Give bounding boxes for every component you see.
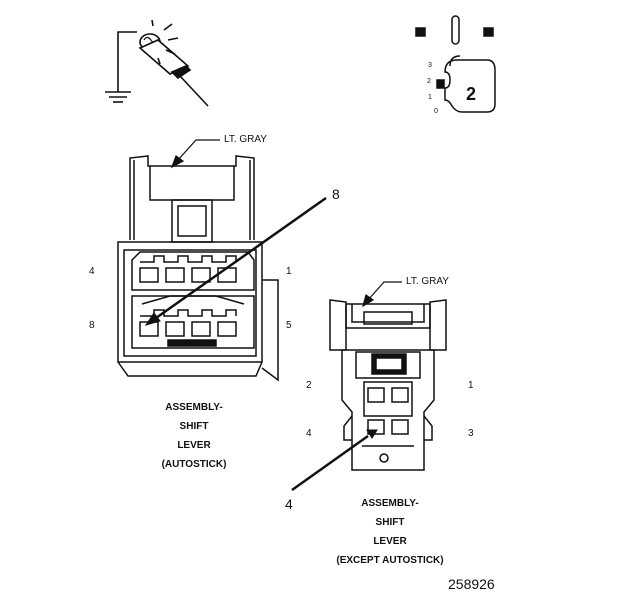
autostick-title-line-4: (AUTOSTICK)	[161, 459, 227, 470]
except-autostick-title-line-3: LEVER	[373, 536, 407, 547]
ignition-position-0: 0	[434, 108, 438, 115]
except-autostick-title-line-4: (EXCEPT AUTOSTICK)	[336, 555, 444, 566]
autostick-connector-body	[117, 155, 279, 382]
except-autostick-cavity-4: 4	[306, 428, 312, 439]
except-autostick-cavity-3: 3	[468, 428, 474, 439]
except-autostick-connector-body	[329, 299, 447, 471]
autostick-title-line-3: LEVER	[177, 440, 211, 451]
except-autostick-callout-arrow	[291, 429, 378, 492]
except-autostick-color-label: LT. GRAY	[406, 276, 449, 287]
ignition-position-2: 2	[427, 78, 431, 85]
except-autostick-color-leader	[362, 281, 402, 308]
except-autostick-callout-number: 4	[285, 496, 293, 512]
except-autostick-cavity-1: 1	[468, 380, 474, 391]
figure-number: 258926	[448, 576, 495, 592]
autostick-callout-number: 8	[332, 186, 340, 202]
except-autostick-title-line-1: ASSEMBLY-	[361, 498, 419, 509]
autostick-color-label: LT. GRAY	[224, 134, 267, 145]
ignition-position-1: 1	[428, 94, 432, 101]
test-light-icon	[105, 19, 209, 107]
ignition-key-label: 2	[466, 84, 477, 104]
autostick-title-line-2: SHIFT	[179, 421, 209, 432]
autostick-cavity-4: 4	[89, 266, 95, 277]
autostick-cavity-1: 1	[286, 266, 292, 277]
except-autostick-cavity-2: 2	[306, 380, 312, 391]
autostick-title-line-1: ASSEMBLY-	[165, 402, 223, 413]
autostick-cavity-5: 5	[286, 320, 292, 331]
except-autostick-title-line-2: SHIFT	[375, 517, 405, 528]
except-autostick-connector-title: ASSEMBLY- SHIFT LEVER (EXCEPT AUTOSTICK)	[314, 494, 466, 570]
autostick-callout-arrow	[144, 196, 327, 326]
ignition-position-3: 3	[428, 62, 432, 69]
autostick-connector-title: ASSEMBLY- SHIFT LEVER (AUTOSTICK)	[134, 398, 254, 474]
autostick-color-leader	[170, 139, 220, 169]
autostick-cavity-8: 8	[89, 320, 95, 331]
ignition-switch-icon	[415, 15, 496, 113]
